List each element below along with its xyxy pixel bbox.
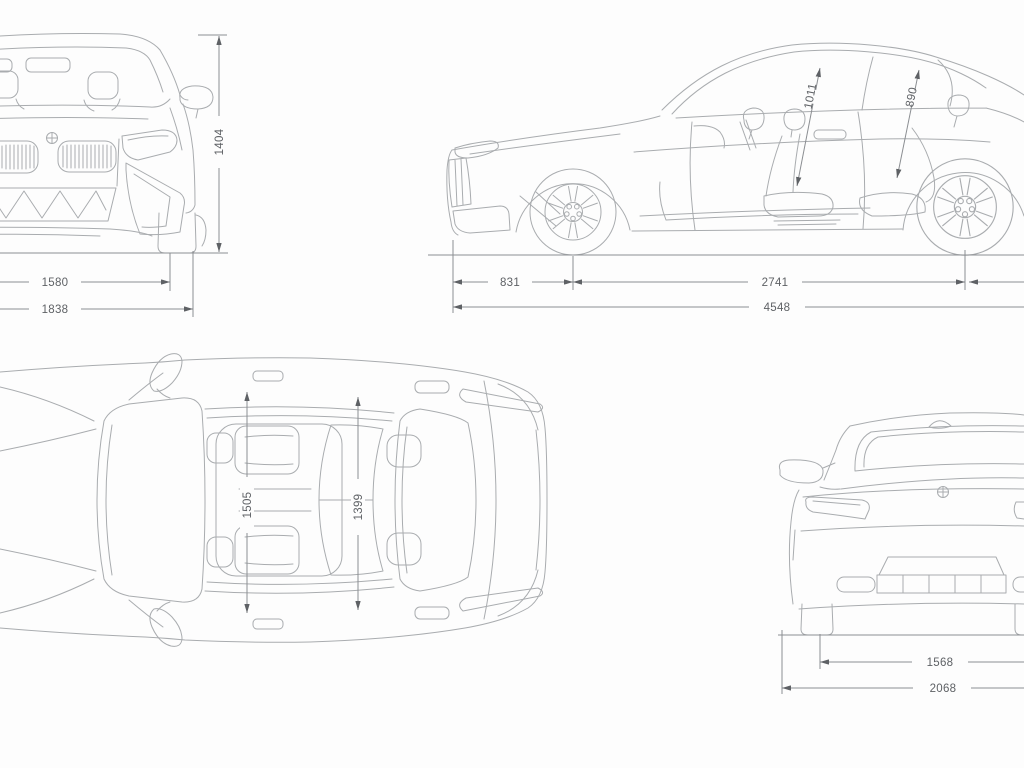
rear-wheel: [916, 158, 1014, 256]
rear-view-drawing: [778, 412, 1024, 636]
dim-front-headroom: 1011: [803, 82, 820, 110]
dim-front-height: 1404: [214, 128, 226, 155]
dim-front-width: 1838: [42, 304, 69, 316]
side-view-drawing: [446, 42, 1024, 256]
front-seats-top: [206, 425, 312, 575]
dim-length: 4548: [764, 302, 791, 314]
bmw-roundel-icon: [937, 486, 949, 498]
side-view-dimensions: 1011 890 831 2741 4548: [428, 67, 1024, 314]
front-view-drawing: [0, 32, 214, 254]
rear-view-dimensions: 1568 2068: [778, 630, 1024, 695]
front-view-dimensions: 1404 1580 1838: [0, 34, 228, 317]
dim-wheelbase: 2741: [762, 277, 789, 289]
kidney-grille: [0, 140, 117, 174]
dim-front-cabin-width: 1505: [242, 492, 254, 519]
dim-rear-track: 1568: [927, 657, 954, 669]
top-view-dimensions: 1505 1399: [240, 392, 365, 613]
dim-front-track: 1580: [42, 277, 69, 289]
dim-rear-headroom: 890: [904, 86, 920, 108]
front-wheel: [529, 168, 617, 256]
top-view-drawing: [0, 353, 548, 647]
bmw-roundel-icon: [46, 132, 58, 144]
dim-width-with-mirrors: 2068: [930, 683, 957, 695]
dim-front-overhang: 831: [500, 277, 520, 289]
rear-bench-top: [318, 424, 422, 576]
dim-rear-cabin-width: 1399: [353, 494, 365, 521]
